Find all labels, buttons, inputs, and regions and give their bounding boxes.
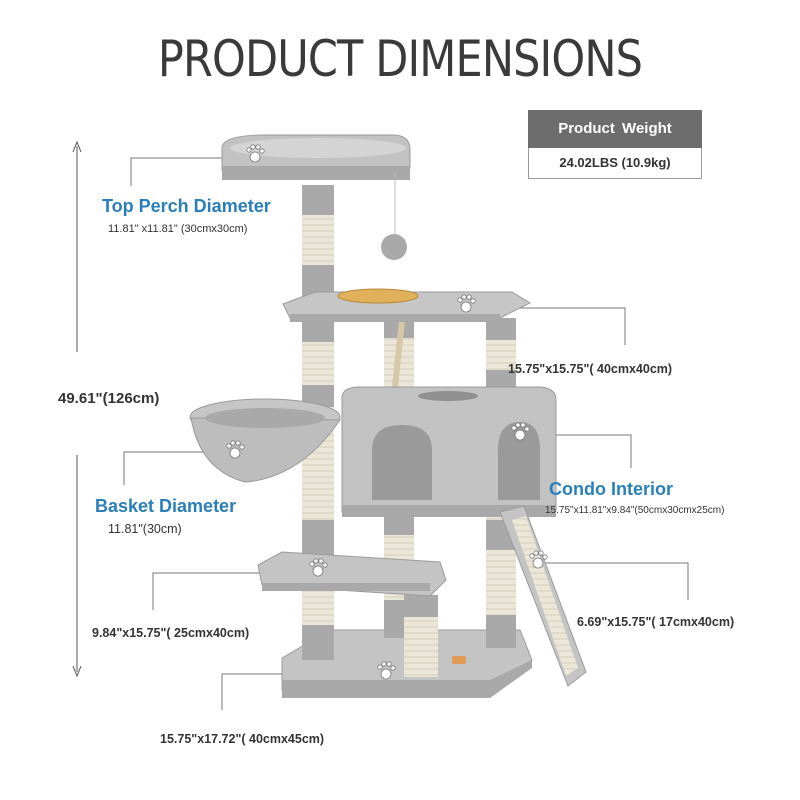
lower-platform: [257, 551, 447, 597]
top-perch-leader: [130, 157, 253, 186]
brand-tag: [452, 656, 466, 664]
scratching-ramp: [499, 505, 587, 687]
paw-icon: [377, 661, 396, 680]
paw-icon: [457, 294, 476, 313]
base-dims: 15.75"x17.72"( 40cmx45cm): [160, 732, 325, 746]
basket-dims: 11.81"(30cm): [108, 522, 182, 536]
top-perch-dims: 11.81" x11.81" (30cmx30cm): [108, 223, 248, 235]
basket-leader: [123, 451, 228, 485]
paw-icon: [226, 440, 245, 459]
middle-platform-dims: 15.75"x15.75"( 40cmx40cm): [508, 362, 673, 376]
ramp-leader: [540, 562, 689, 600]
condo-dims: 15.75"x11.81"x9.84"(50cmx30cmx25cm): [545, 505, 725, 516]
page-title: PRODUCT DIMENSIONS: [157, 30, 643, 88]
middle-platform-leader: [470, 307, 626, 345]
product-weight-box: Product Weight 24.02LBS (10.9kg): [528, 110, 702, 180]
top-perch-title: Top Perch Diameter: [102, 196, 271, 216]
height-label: 49.61"(126cm): [58, 390, 160, 407]
condo: [341, 386, 557, 517]
lower-platform-dims: 9.84"x15.75"( 25cmx40cm): [92, 626, 250, 640]
height-dimension-line: [72, 140, 82, 678]
paw-icon: [511, 422, 530, 441]
basket: [189, 398, 341, 483]
food-bowl: [337, 288, 419, 304]
pom-pom-toy: [381, 234, 407, 260]
product-weight-header: Product Weight: [528, 110, 702, 148]
paw-icon: [309, 558, 328, 577]
paw-icons: [226, 144, 548, 680]
ramp-dims: 6.69"x15.75"( 17cmx40cm): [577, 615, 735, 629]
paw-icon: [529, 550, 548, 569]
product-weight-value: 24.02LBS (10.9kg): [528, 148, 702, 179]
condo-title: Condo Interior: [549, 479, 673, 499]
top-perch: [221, 134, 411, 260]
basket-title: Basket Diameter: [95, 496, 237, 516]
paw-icon: [246, 144, 265, 163]
